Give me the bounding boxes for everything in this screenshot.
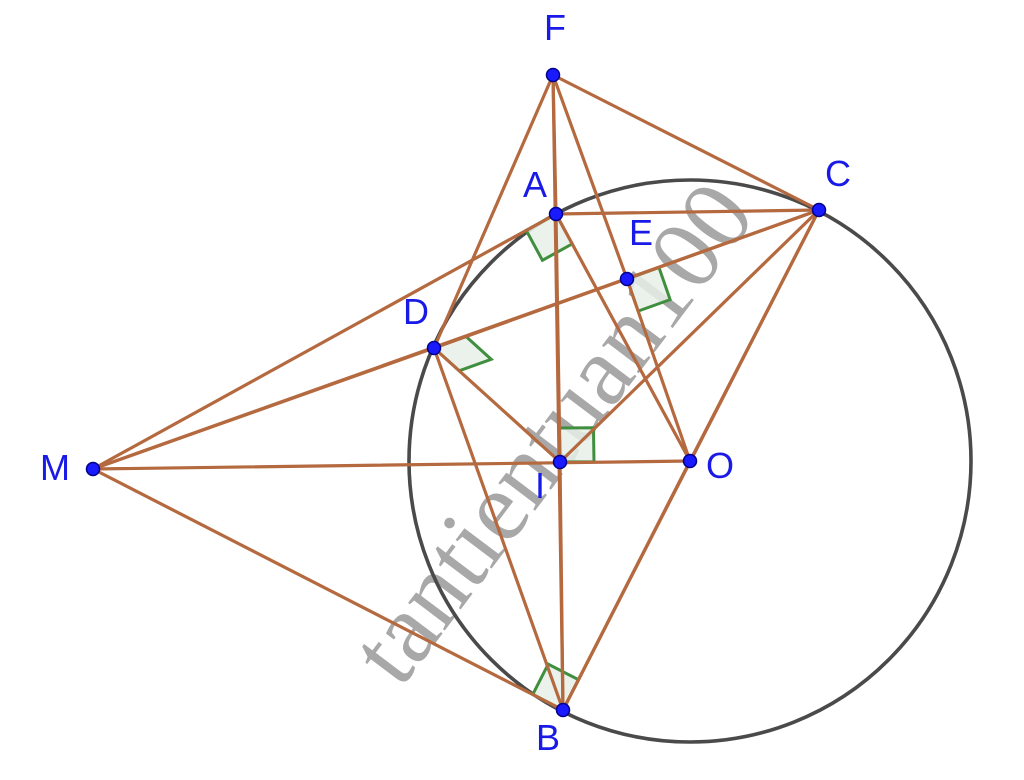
segments (91, 73, 821, 712)
segment-fe (551, 73, 629, 281)
segment-ic (558, 208, 821, 464)
point-o (682, 453, 698, 469)
right-angle-marker-a (524, 211, 575, 263)
segment-mo (91, 459, 692, 471)
point-f (545, 67, 561, 83)
point-b (555, 702, 571, 718)
segment-db (432, 346, 565, 712)
point-c (811, 202, 827, 218)
segment-ma (91, 212, 558, 471)
segment-ao (554, 212, 692, 463)
point-e (619, 271, 635, 287)
point-d (426, 340, 442, 356)
segment-di (432, 346, 562, 464)
segment-ac (554, 208, 821, 216)
point-label-d: D (403, 291, 429, 332)
point-label-f: F (544, 7, 566, 48)
point-label-i: I (535, 465, 545, 506)
point-label-b: B (536, 717, 560, 758)
segment-co (688, 208, 821, 463)
point-label-e: E (629, 212, 653, 253)
segment-fc (551, 73, 821, 212)
point-m (85, 461, 101, 477)
segment-ai (554, 212, 562, 464)
point-i (552, 454, 568, 470)
circle-o (407, 178, 973, 744)
segment-fd (432, 73, 555, 350)
point-label-c: C (825, 153, 851, 194)
point-label-o: O (706, 445, 734, 486)
segment-ob (561, 459, 692, 712)
segment-mb (91, 467, 565, 712)
segment-eo (625, 277, 692, 463)
segment-mc (91, 208, 821, 471)
point-labels: F A C E D M I O B (40, 7, 851, 758)
point-label-m: M (40, 447, 70, 488)
points (85, 67, 827, 718)
segment-ib (558, 460, 565, 712)
point-label-a: A (523, 164, 547, 205)
point-a (548, 206, 564, 222)
